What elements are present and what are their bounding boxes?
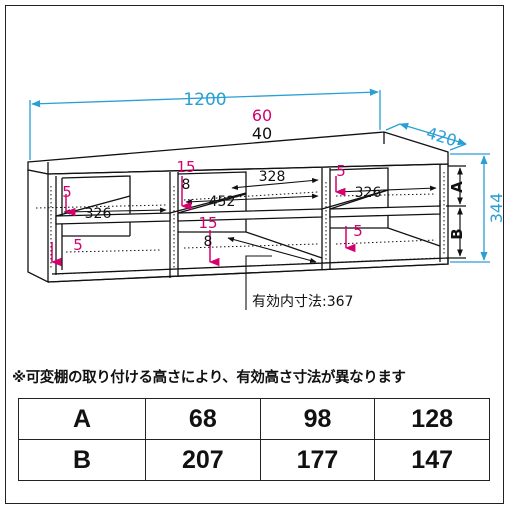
table-cell: 98	[259, 398, 376, 440]
pink-value-lower-right: 5	[353, 222, 363, 240]
table-cell: 207	[145, 439, 261, 481]
inner-452-line	[185, 193, 319, 205]
cabinet	[27, 131, 449, 284]
shelf-pin-holes	[35, 172, 445, 275]
pink-value-upper-right: 5	[336, 162, 346, 180]
table-cell: 147	[374, 439, 490, 481]
top-value-pink: 60	[252, 106, 272, 125]
table-cell: 128	[374, 398, 490, 440]
inner-dimensions	[63, 177, 437, 310]
pink-value-upper-center: 15	[176, 158, 195, 176]
inner-left-326-value: 326	[85, 206, 112, 222]
width-value: 1200	[183, 90, 226, 110]
inner-right-326-line	[335, 185, 437, 195]
top-value-black: 40	[252, 124, 272, 143]
table-cell: 68	[145, 398, 261, 440]
thickness-markers	[50, 176, 356, 267]
ab-dimensions	[446, 165, 466, 259]
pink-value-lower-left: 5	[73, 236, 83, 254]
depth-ext-left	[385, 123, 401, 131]
width-dimension-line	[31, 88, 379, 108]
inner-367-line	[227, 237, 317, 263]
black-value-upper-center: 8	[182, 177, 191, 193]
height-value: 344	[487, 193, 506, 224]
pink-value-upper-left: 5	[62, 183, 72, 201]
inner-328-value: 328	[259, 169, 286, 185]
table-cell: 177	[259, 439, 376, 481]
inner-328-line	[231, 177, 319, 191]
dimension-a-label: A	[448, 181, 466, 193]
adjustable-shelf-note: ※可変棚の取り付ける高さにより、有効高さ寸法が異なります	[12, 370, 406, 386]
overall-dimensions	[29, 88, 490, 263]
dimension-b-label: B	[448, 228, 466, 239]
inner-left-326-line	[63, 207, 167, 215]
row-label: B	[18, 439, 146, 481]
inner-right-326-value: 326	[355, 185, 382, 201]
table-row-a: A 68 98 128	[18, 398, 490, 440]
effective-inner-dimension: 有効内寸法:367	[252, 294, 353, 310]
table-row-b: B 207 177 147	[18, 439, 490, 481]
pink-value-lower-center: 15	[198, 214, 217, 232]
leader-367	[245, 255, 272, 310]
depth-dimension-line	[399, 122, 467, 146]
inner-452-value: 452	[209, 194, 236, 210]
shelf-height-table: A 68 98 128 B 207 177 147	[18, 398, 490, 481]
black-value-lower-center: 8	[204, 234, 213, 250]
row-label: A	[18, 398, 146, 440]
